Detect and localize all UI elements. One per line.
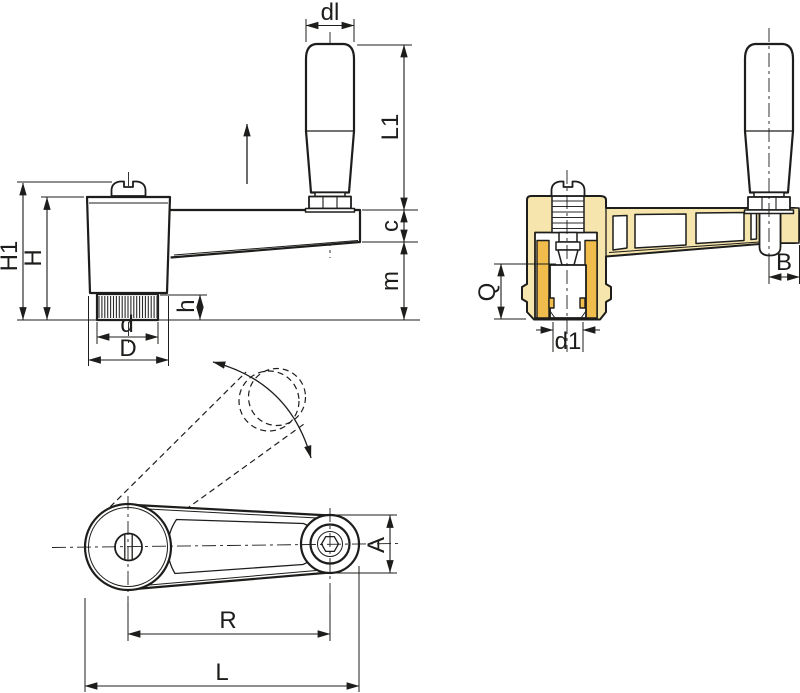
- arm-bottom-inner-line: [608, 241, 767, 253]
- front-arm-inner-line: [173, 240, 359, 256]
- rotation-indicator: [102, 361, 312, 522]
- thread-lines: [552, 200, 584, 230]
- plan-end-inner-ring: [317, 531, 343, 557]
- knurl-hatch: [98, 296, 158, 318]
- extension-lines: [84, 514, 397, 692]
- dim-label-h: h: [173, 299, 200, 312]
- arm-pocket: [612, 214, 628, 251]
- front-handle-washer: [304, 207, 356, 213]
- front-handle-body: [304, 42, 356, 194]
- plan-view: A R L: [51, 496, 401, 692]
- section-handle-body: [743, 42, 795, 194]
- front-handle: [304, 42, 356, 213]
- dim-label-m: m: [377, 271, 404, 291]
- section-screw-collar: [555, 241, 581, 251]
- section-screw-shank: [551, 195, 585, 234]
- section-screw-tip: [557, 249, 579, 266]
- dim-label-c: c: [377, 220, 404, 232]
- extension-lines: [17, 19, 420, 366]
- section-screw-head: [550, 180, 586, 197]
- dim-label-d1: d1: [555, 328, 582, 355]
- front-hub: [85, 195, 172, 295]
- dim-label-dl: dl: [321, 0, 340, 26]
- front-knurl: [95, 292, 160, 322]
- bore-chamfer: [549, 310, 556, 319]
- dim-label-L: L: [215, 659, 228, 686]
- dim-label-d: d: [120, 311, 133, 338]
- front-screw-head: [110, 180, 147, 197]
- front-handle-nut: [308, 195, 352, 210]
- dim-label-H1: H1: [0, 241, 23, 272]
- arm-pocket: [634, 213, 687, 249]
- section-handle-stud: [758, 212, 782, 257]
- insert-tooth: [579, 297, 586, 309]
- extension-lines: [494, 245, 800, 352]
- section-bore: [549, 264, 587, 319]
- front-arm: [168, 208, 362, 259]
- dim-label-L1: L1: [377, 114, 404, 141]
- section-screw-neck: [558, 231, 578, 243]
- dim-label-D: D: [119, 335, 136, 362]
- section-handle: [743, 42, 795, 215]
- arm-slot: [750, 211, 758, 241]
- swing-tangent-line: [102, 371, 247, 515]
- dim-label-B: B: [776, 249, 792, 276]
- dim-label-Q: Q: [474, 283, 501, 302]
- arm-pocket: [695, 211, 745, 245]
- dim-label-H: H: [20, 249, 47, 266]
- dim-label-A: A: [363, 537, 390, 553]
- side-section-view: Q B d1: [474, 28, 800, 355]
- bore-chamfer: [580, 310, 587, 319]
- section-insert-left: [536, 239, 550, 319]
- dim-label-R: R: [219, 607, 236, 634]
- swing-arc-arrow: [212, 361, 312, 459]
- front-view: dl L1 c m H1 H h d D: [0, 0, 420, 366]
- center-line: [51, 543, 401, 548]
- swing-tangent-line: [168, 423, 305, 522]
- insert-tooth: [548, 297, 555, 309]
